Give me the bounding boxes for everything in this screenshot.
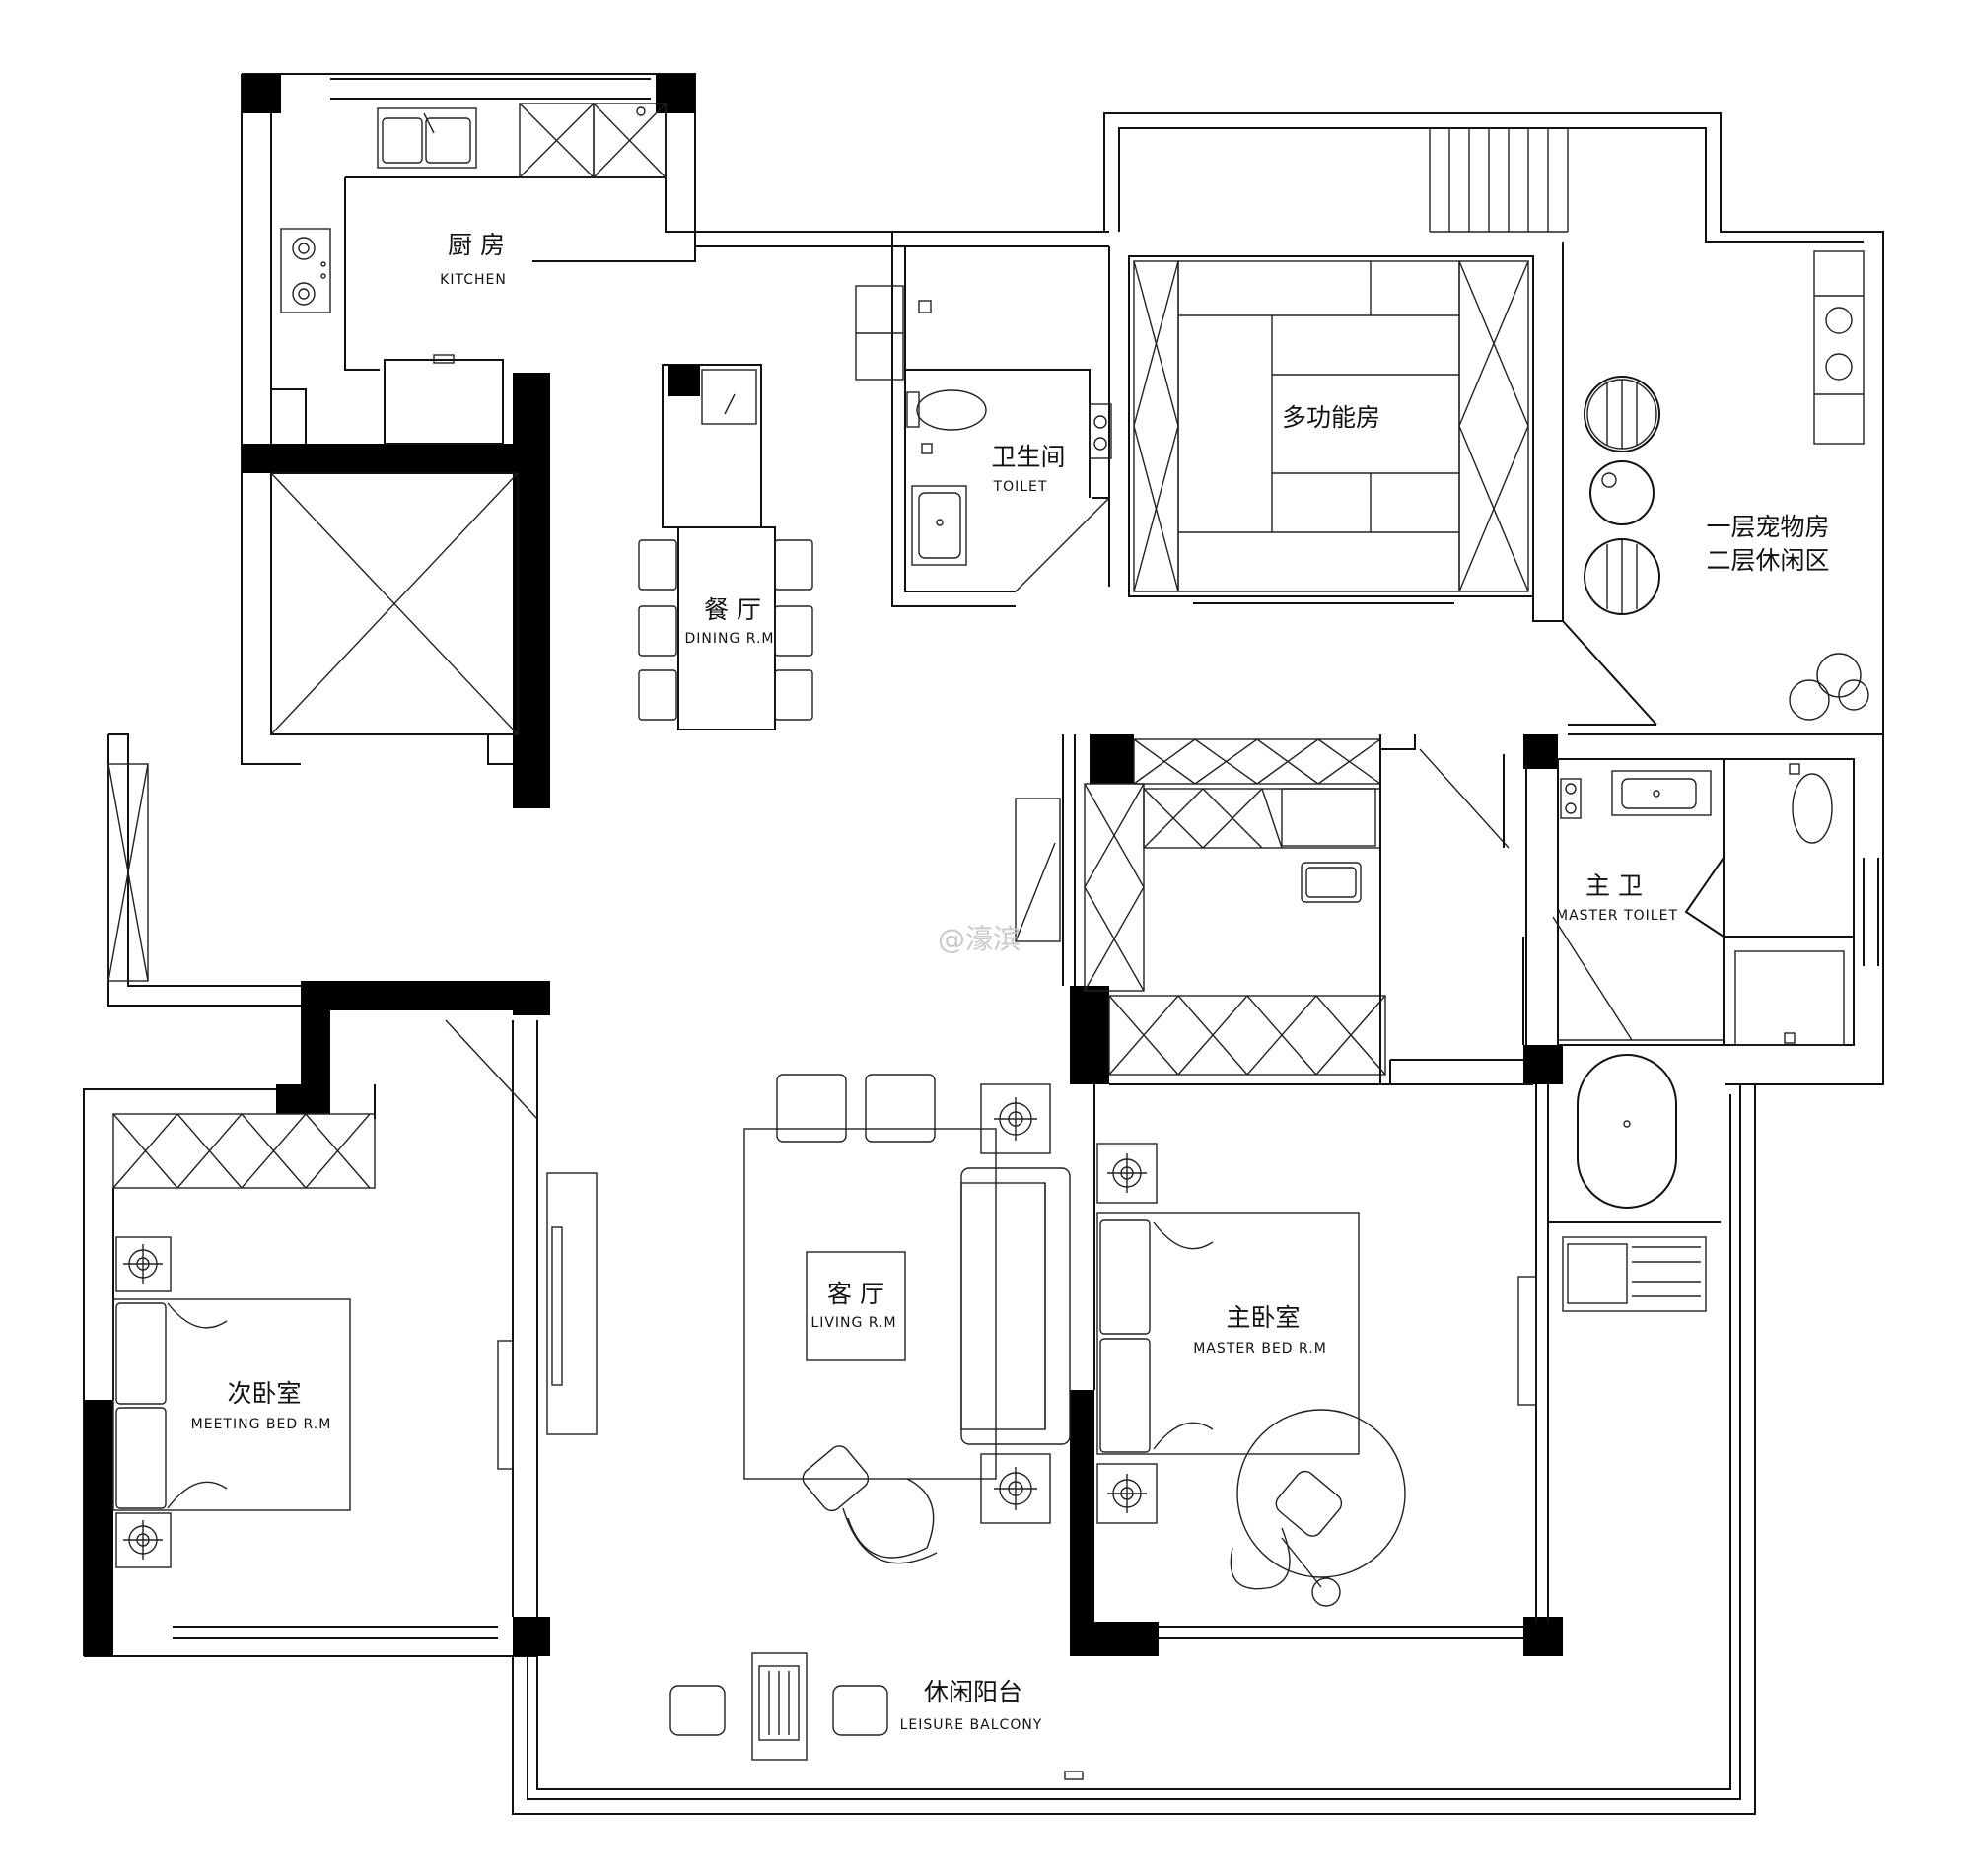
master-bed-title: 主卧室	[1226, 1303, 1300, 1332]
second-bed-subtitle: MEETING BED R.M	[191, 1417, 332, 1432]
armchair-icon	[1584, 538, 1660, 615]
living-room: 客 厅 LIVING R.M	[743, 1074, 1071, 1564]
armchair-icon	[1584, 376, 1660, 452]
kitchen-title: 厨 房	[448, 231, 505, 259]
nightstand-icon	[115, 1236, 172, 1292]
armchair-icon	[802, 1445, 938, 1564]
pet-room: 一层宠物房 二层休闲区	[1532, 242, 1883, 735]
grill-icon	[751, 1652, 808, 1761]
master-bedroom: 主卧室 MASTER BED R.M	[1093, 1083, 1537, 1639]
armchair-icon	[1230, 1470, 1343, 1607]
side-table-icon	[980, 1083, 1051, 1154]
dining-subtitle: DINING R.M	[684, 631, 774, 647]
nightstand-icon	[115, 1512, 172, 1568]
kitchen-island-icon	[384, 354, 504, 445]
toilet-title: 卫生间	[991, 443, 1065, 471]
master-toilet-subtitle: MASTER TOILET	[1556, 908, 1678, 924]
second-bedroom: 次卧室 MEETING BED R.M	[112, 1019, 598, 1617]
master-toilet: 主 卫 MASTER TOILET	[1522, 758, 1855, 1046]
structural-columns	[84, 74, 1563, 1656]
multi-room-title: 多功能房	[1282, 403, 1380, 432]
washer-icon	[1089, 403, 1112, 459]
pet-room-line1: 一层宠物房	[1706, 513, 1829, 541]
master-closet	[1015, 734, 1523, 1084]
nightstand-icon	[1096, 1143, 1158, 1204]
stairs	[1429, 128, 1569, 233]
master-toilet-title: 主 卫	[1585, 871, 1643, 900]
second-bed-title: 次卧室	[227, 1379, 301, 1408]
kitchen-sink-icon	[377, 107, 477, 169]
bathtub-icon	[1535, 1054, 1721, 1622]
pet-room-line2: 二层休闲区	[1706, 546, 1829, 575]
living-subtitle: LIVING R.M	[810, 1315, 896, 1331]
kitchen-subtitle: KITCHEN	[440, 272, 507, 288]
watermark: @濠滨	[938, 923, 1021, 955]
side-table-icon	[980, 1453, 1051, 1524]
void-area	[241, 472, 519, 765]
wardrobe-icon	[497, 1172, 598, 1470]
bed-icon	[1096, 1212, 1360, 1455]
balcony-subtitle: LEISURE BALCONY	[900, 1717, 1043, 1733]
round-table-icon	[1589, 460, 1655, 525]
plant-icon	[1789, 653, 1869, 721]
sofa-icon	[960, 1167, 1071, 1445]
leisure-balcony: 休闲阳台 LEISURE BALCONY	[669, 1652, 1043, 1761]
tall-cabinet-icon	[519, 103, 667, 178]
outline-walls	[83, 73, 1884, 1815]
master-bed-subtitle: MASTER BED R.M	[1193, 1341, 1327, 1356]
toilet-bowl-icon	[906, 389, 987, 454]
kitchen-fixtures: 厨 房 KITCHEN	[270, 103, 667, 445]
toilet-room: 卫生间 TOILET	[855, 232, 1112, 607]
dining-title: 餐 厅	[704, 595, 761, 624]
bed-icon	[112, 1298, 351, 1511]
nightstand-icon	[1096, 1463, 1158, 1524]
wash-basin-icon	[911, 485, 967, 566]
stove-icon	[1813, 250, 1865, 445]
toilet-subtitle: TOILET	[993, 479, 1048, 495]
multi-function-room: 多功能房	[1128, 255, 1534, 604]
toilet-bowl-icon	[1789, 763, 1833, 844]
stove-icon	[280, 228, 331, 313]
dining-table-icon	[638, 364, 813, 730]
wardrobe-icon	[1517, 1276, 1537, 1406]
rug-icon	[1236, 1409, 1406, 1578]
living-title: 客 厅	[827, 1280, 884, 1308]
balcony-title: 休闲阳台	[924, 1678, 1022, 1706]
washer-icon	[1560, 778, 1582, 819]
